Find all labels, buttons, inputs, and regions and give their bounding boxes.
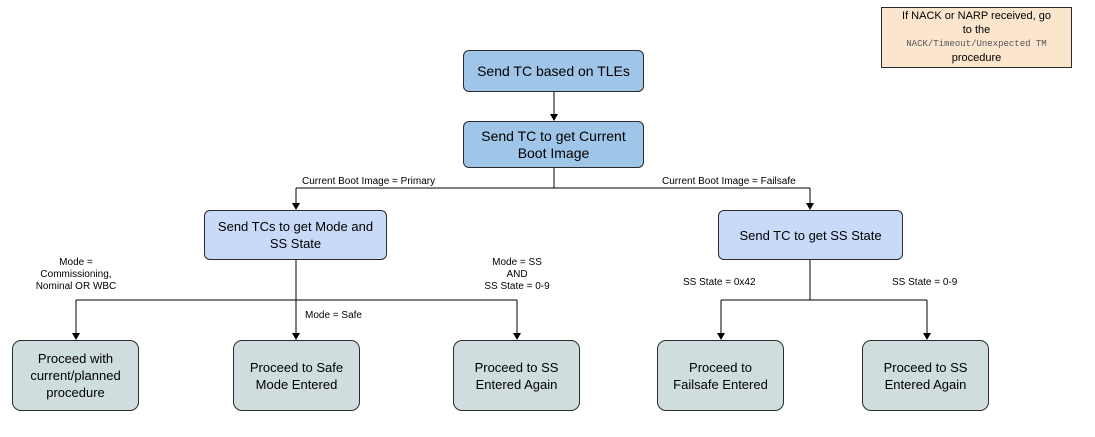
node-text: procedure (46, 385, 105, 400)
node-text: Send TCs to get Mode and (217, 219, 374, 234)
node-proceed-current-procedure: Proceed with current/planned procedure (12, 340, 139, 411)
edge-label-mode-safe: Mode = Safe (305, 310, 362, 321)
label-line: Nominal OR WBC (35, 281, 117, 292)
node-text: current/planned (30, 368, 121, 383)
label-line: SS State = 0-9 (484, 281, 550, 292)
node-text: Proceed to SS (474, 359, 559, 375)
node-text: Send TC to get Current (481, 127, 626, 144)
node-proceed-failsafe: Proceed to Failsafe Entered (657, 340, 784, 411)
node-text: Proceed to Safe (249, 359, 344, 375)
node-proceed-safe-mode: Proceed to Safe Mode Entered (233, 340, 360, 411)
node-text: Proceed to (689, 359, 752, 375)
note-code: NACK/Timeout/Unexpected TM (906, 39, 1047, 49)
node-text: Mode Entered (255, 376, 338, 392)
label-line: Mode = SS (492, 257, 542, 268)
note-line-4: procedure (951, 52, 1002, 64)
node-text: Proceed with (37, 351, 114, 366)
node-proceed-ss-entered-again-2: Proceed to SS Entered Again (862, 340, 989, 411)
node-text: Failsafe Entered (673, 376, 768, 392)
node-text: Send TC based on TLEs (477, 62, 630, 79)
nack-note: If NACK or NARP received, go to the NACK… (881, 7, 1072, 68)
node-proceed-ss-entered-again-1: Proceed to SS Entered Again (453, 340, 580, 411)
node-ss-state: Send TC to get SS State (718, 210, 903, 260)
edge-label-mode-ss: Mode = SS AND SS State = 0-9 (468, 257, 566, 293)
edge-label-ss-0-9: SS State = 0-9 (892, 277, 958, 288)
node-text: Boot Image (517, 144, 590, 161)
label-line: AND (506, 269, 528, 280)
node-text: Entered Again (475, 376, 558, 392)
node-text: SS State (269, 236, 322, 251)
label-line: Mode = (59, 257, 93, 268)
node-mode-and-ss-state: Send TCs to get Mode and SS State (204, 210, 387, 260)
node-send-tc-tles: Send TC based on TLEs (463, 50, 644, 92)
edge-label-mode-commissioning: Mode = Commissioning, Nominal OR WBC (24, 257, 128, 293)
edge-label-primary: Current Boot Image = Primary (302, 176, 436, 187)
node-text: Entered Again (884, 376, 967, 392)
note-line-2: to the (962, 24, 991, 36)
node-text: Send TC to get SS State (739, 227, 882, 243)
node-current-boot-image: Send TC to get Current Boot Image (463, 121, 644, 168)
note-line-1: If NACK or NARP received, go (902, 10, 1051, 22)
node-text: Proceed to SS (883, 359, 968, 375)
edge-label-ss-0x42: SS State = 0x42 (683, 277, 756, 288)
label-line: Commissioning, (40, 269, 112, 280)
edge-label-failsafe: Current Boot Image = Failsafe (662, 176, 796, 187)
